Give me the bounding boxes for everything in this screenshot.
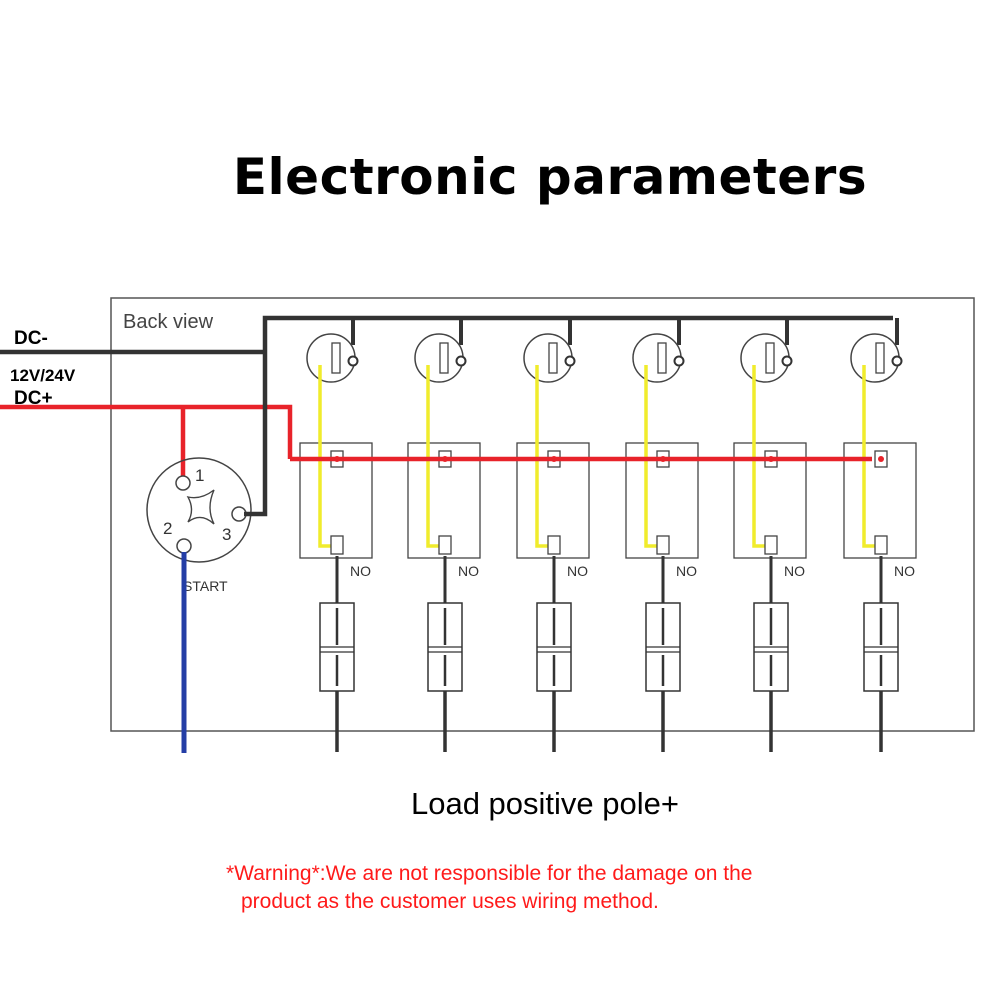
warning-text: *Warning*:We are not responsible for the… [226, 860, 926, 916]
socket-slot [439, 342, 449, 374]
switch-unit[interactable]: NO [299, 318, 373, 752]
no-contact-label: NO [676, 563, 697, 579]
socket-pin [781, 355, 793, 367]
no-terminal [874, 535, 888, 555]
no-terminal [438, 535, 452, 555]
panel-label: Back view [123, 311, 214, 333]
start-switch-body [146, 457, 252, 563]
switch-unit[interactable]: NO [843, 318, 917, 752]
socket-pin [891, 355, 903, 367]
indicator-wire [426, 365, 439, 548]
indicator-wire [862, 365, 875, 548]
load-positive-label: Load positive pole+ [410, 786, 679, 821]
fuse-divider [864, 646, 898, 653]
fuse-divider [428, 646, 462, 653]
bus-taps [334, 456, 884, 462]
socket-slot [875, 342, 885, 374]
socket-pin [347, 355, 359, 367]
start-pin-2-label: 2 [163, 519, 172, 538]
indicator-socket [306, 333, 356, 383]
dc-positive-label: DC+ [14, 388, 53, 409]
dc-positive-wire [0, 404, 293, 459]
start-pin-3-label: 3 [222, 525, 231, 544]
start-switch[interactable]: 1 2 3 [146, 457, 252, 563]
no-terminal [764, 535, 778, 555]
fuse-divider [320, 646, 354, 653]
switch-unit[interactable]: NO [407, 318, 481, 752]
no-terminal [330, 535, 344, 555]
voltage-label: 12V/24V [10, 366, 76, 385]
bus-tap [660, 456, 666, 462]
switch-units: NO NO NO NO NO NO [299, 318, 917, 752]
switch-unit[interactable]: NO [516, 318, 590, 752]
socket-slot [765, 342, 775, 374]
panel-outline [110, 297, 975, 732]
no-terminal [547, 535, 561, 555]
socket-slot [548, 342, 558, 374]
indicator-socket [850, 333, 900, 383]
bus-tap [442, 456, 448, 462]
fuse-divider [537, 646, 571, 653]
no-contact-label: NO [784, 563, 805, 579]
no-contact-label: NO [458, 563, 479, 579]
socket-pin [673, 355, 685, 367]
socket-pin [564, 355, 576, 367]
socket-slot [331, 342, 341, 374]
indicator-wire [318, 365, 331, 548]
warning-line-1: *Warning*:We are not responsible for the… [226, 862, 753, 885]
dc-negative-label: DC- [14, 328, 48, 349]
page-title: Electronic parameters [232, 148, 868, 206]
fuse-divider [646, 646, 680, 653]
bus-tap [551, 456, 557, 462]
socket-pin [455, 355, 467, 367]
socket-slot [657, 342, 667, 374]
switch-unit[interactable]: NO [625, 318, 699, 752]
bus-tap [878, 456, 884, 462]
no-contact-label: NO [894, 563, 915, 579]
start-pin-1 [175, 475, 191, 491]
indicator-socket [414, 333, 464, 383]
indicator-socket [632, 333, 682, 383]
no-terminal [656, 535, 670, 555]
start-pin-3 [231, 506, 247, 522]
bus-tap [334, 456, 340, 462]
bus-tap [768, 456, 774, 462]
no-contact-label: NO [567, 563, 588, 579]
start-switch-triangle [186, 489, 215, 525]
start-pin-2 [176, 538, 192, 554]
indicator-wire [752, 365, 765, 548]
indicator-socket [740, 333, 790, 383]
indicator-wire [535, 365, 548, 548]
ground-return-wire [244, 315, 893, 517]
start-pin-1-label: 1 [195, 466, 204, 485]
no-contact-label: NO [350, 563, 371, 579]
fuse-divider [754, 646, 788, 653]
warning-line-2: product as the customer uses wiring meth… [241, 890, 659, 913]
indicator-socket [523, 333, 573, 383]
start-label: START [183, 578, 228, 594]
switch-unit[interactable]: NO [733, 318, 807, 752]
indicator-wire [644, 365, 657, 548]
